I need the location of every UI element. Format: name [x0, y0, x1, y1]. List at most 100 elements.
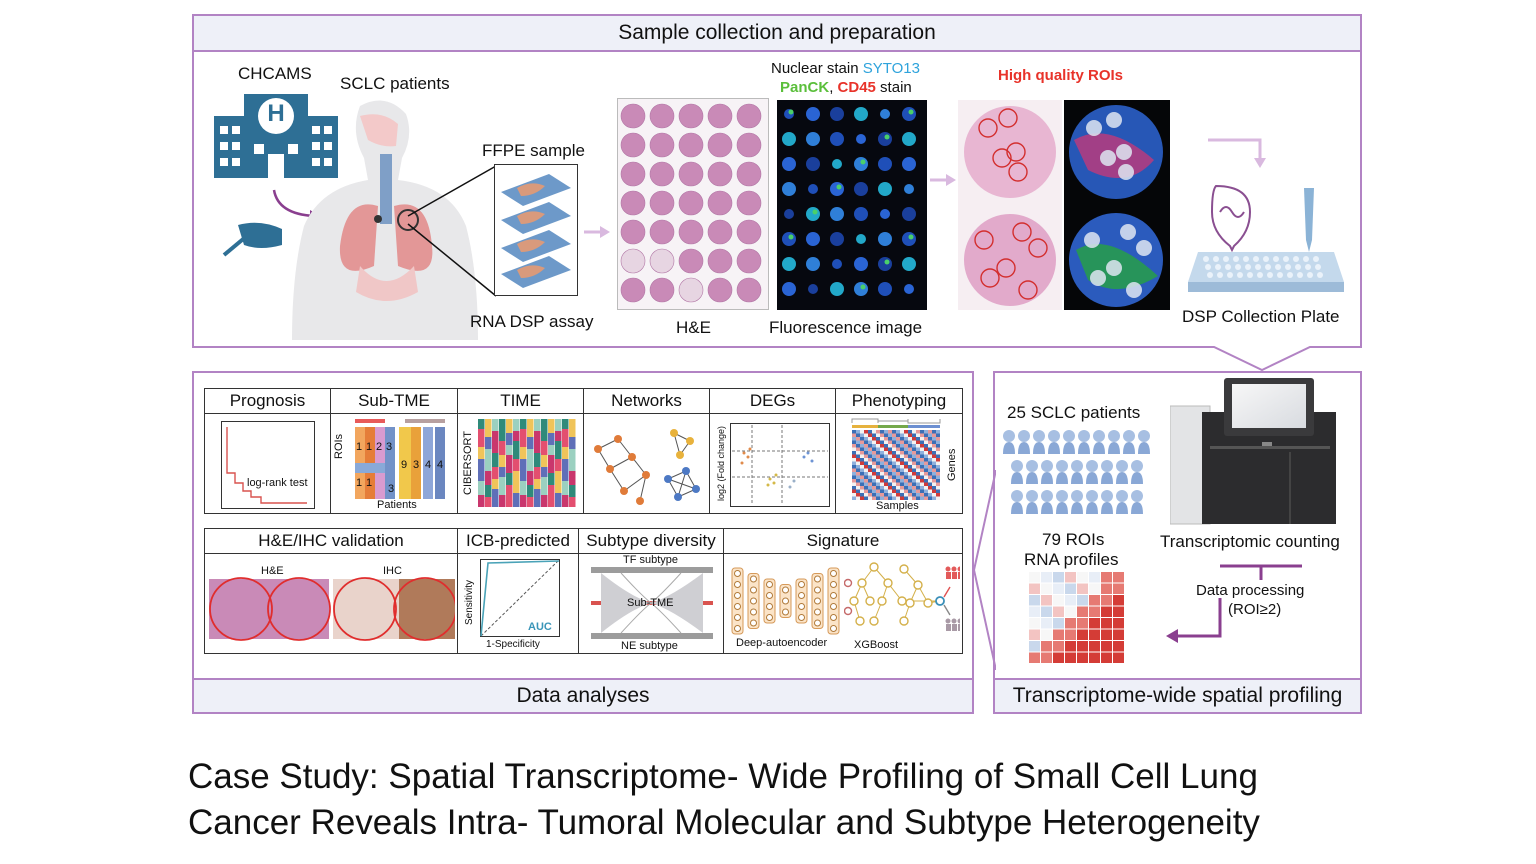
- autoencoder-diagram: [731, 567, 840, 635]
- dsp-collection-plate-label: DSP Collection Plate: [1182, 307, 1340, 326]
- dsp-collection-plate-icon: [1188, 184, 1344, 292]
- arrow-right-icon: [584, 226, 610, 238]
- nuclear-stain-text: Nuclear stain: [771, 60, 863, 77]
- degs-title: DEGs: [710, 389, 835, 414]
- ffpe-sample-label: FFPE sample: [482, 141, 585, 160]
- icb-predicted-cell: ICB-predicted Sensitivity 1-Specificity …: [457, 528, 579, 654]
- sub-tme-num: 1: [366, 441, 373, 453]
- specificity-label: 1-Specificity: [486, 639, 540, 650]
- sub-tme-num: 1: [356, 441, 363, 453]
- phenotyping-genes-label: Genes: [946, 448, 958, 481]
- caption-line-2: Cancer Reveals Intra- Tumoral Molecular …: [188, 803, 1260, 842]
- networks-cell: Networks: [583, 388, 710, 514]
- sub-tme-num: 4: [425, 459, 432, 471]
- rna-dsp-assay-label: RNA DSP assay: [470, 312, 594, 331]
- he-label: H&E: [676, 318, 711, 337]
- he-sub-label: H&E: [261, 565, 284, 577]
- ihc-sub-label: IHC: [383, 565, 402, 577]
- rois-label-line2: RNA profiles: [1024, 550, 1119, 569]
- sub-tme-bars: [355, 419, 445, 499]
- sub-tme-num: 4: [437, 459, 444, 471]
- he-ihc-validation-cell: H&E/IHC validation H&E IHC: [204, 528, 458, 654]
- cibersort-label: CIBERSORT: [462, 431, 474, 495]
- phenotyping-title: Phenotyping: [836, 389, 962, 414]
- data-processing-arrow: [1166, 598, 1222, 643]
- sub-tme-title: Sub-TME: [331, 389, 457, 414]
- phenotyping-samples-label: Samples: [876, 500, 919, 512]
- degs-volcano-plot: [730, 423, 830, 507]
- auc-label: AUC: [528, 621, 552, 633]
- stain-legend: PanCK, CD45 stain: [780, 79, 912, 96]
- sub-tme-num: 2: [376, 441, 383, 453]
- hospital-icon: [214, 94, 338, 178]
- bracket-line: [1220, 564, 1302, 580]
- sub-tme-num: 3: [388, 483, 395, 495]
- sub-tme-cell: Sub-TME ROIs Patients 1 1 2 3 9 3 4 4 1 …: [330, 388, 458, 514]
- time-cell: TIME CIBERSORT: [457, 388, 584, 514]
- subtype-sankey: [591, 567, 713, 639]
- logrank-label: log-rank test: [247, 477, 308, 489]
- deep-autoencoder-label: Deep-autoencoder: [736, 637, 828, 649]
- time-stacked-bars: [478, 419, 576, 507]
- network-graph: [594, 429, 700, 505]
- subtype-diversity-title: Subtype diversity: [579, 529, 723, 554]
- spatial-profiling-title: Transcriptome-wide spatial profiling: [995, 678, 1360, 712]
- degs-yaxis-label: log2 (Fold change): [716, 425, 726, 501]
- caption-line-1: Case Study: Spatial Transcriptome- Wide …: [188, 757, 1258, 796]
- prognosis-title: Prognosis: [205, 389, 330, 414]
- arrow-down-icon: [1208, 138, 1266, 168]
- patients-people-icon: [1003, 430, 1150, 514]
- data-processing-threshold: (ROI≥2): [1228, 601, 1282, 618]
- sub-tme-sankey-label: Sub-TME: [627, 597, 674, 609]
- survival-curve: [221, 421, 315, 509]
- fluorescence-image-label: Fluorescence image: [769, 318, 923, 337]
- he-ihc-title: H&E/IHC validation: [205, 529, 457, 554]
- sub-tme-num: 1: [366, 477, 373, 489]
- signature-cell: Signature Deep-autoencoder XGBoost: [723, 528, 963, 654]
- comma-text: ,: [829, 79, 838, 96]
- degs-cell: DEGs log2 (Fold change): [709, 388, 836, 514]
- transcriptomic-counting-label: Transcriptomic counting: [1160, 532, 1340, 551]
- high-quality-rois-image: [958, 100, 1170, 310]
- chcams-label: CHCAMS: [238, 64, 312, 83]
- data-analyses-title: Data analyses: [194, 678, 972, 712]
- ne-subtype-label: NE subtype: [621, 640, 678, 652]
- ffpe-slides-icon: [501, 174, 571, 288]
- xgboost-label: XGBoost: [854, 639, 899, 651]
- connector-arrow-left: [972, 470, 996, 670]
- nuclear-stain-label: Nuclear stain SYTO13: [771, 60, 920, 77]
- sub-tme-num: 9: [401, 459, 408, 471]
- sub-tme-patients-label: Patients: [377, 499, 417, 511]
- hospital-letter: H: [267, 100, 285, 127]
- data-processing-label: Data processing: [1196, 582, 1305, 599]
- sub-tme-num: 3: [386, 441, 393, 453]
- rna-profiles-heatmap: [1029, 572, 1124, 663]
- networks-title: Networks: [584, 389, 709, 414]
- panck-text: PanCK: [780, 79, 830, 96]
- sensitivity-label: Sensitivity: [464, 579, 475, 625]
- patient-lungs-icon: [292, 100, 478, 340]
- subtype-diversity-cell: Subtype diversity TF subtype Sub-TME NE …: [578, 528, 724, 654]
- he-ihc-tissue-images: [209, 577, 455, 641]
- scalpel-hand-icon: [222, 222, 282, 257]
- sub-tme-rois-label: ROIs: [333, 433, 345, 459]
- fluorescence-slide-image: [777, 100, 927, 310]
- sclc-patients-label: SCLC patients: [340, 74, 450, 93]
- he-slide-image: [617, 98, 769, 310]
- roc-curve: [480, 559, 560, 637]
- arrow-right-icon-2: [930, 174, 956, 186]
- connector-arrow: [1211, 346, 1313, 372]
- time-title: TIME: [458, 389, 583, 414]
- syto13-text: SYTO13: [862, 60, 920, 77]
- icb-predicted-title: ICB-predicted: [458, 529, 578, 554]
- phenotyping-cell: Phenotyping Genes Samples: [835, 388, 963, 514]
- sequencer-machine-icon: [1170, 378, 1336, 525]
- stain-text: stain: [875, 79, 912, 96]
- sub-tme-num: 1: [356, 477, 363, 489]
- tf-subtype-label: TF subtype: [623, 554, 679, 566]
- high-quality-rois-label: High quality ROIs: [998, 67, 1124, 84]
- sub-tme-num: 3: [413, 459, 420, 471]
- phenotyping-heatmap: [851, 418, 941, 500]
- zoom-lines: [407, 165, 497, 297]
- prognosis-cell: Prognosis log-rank test: [204, 388, 331, 514]
